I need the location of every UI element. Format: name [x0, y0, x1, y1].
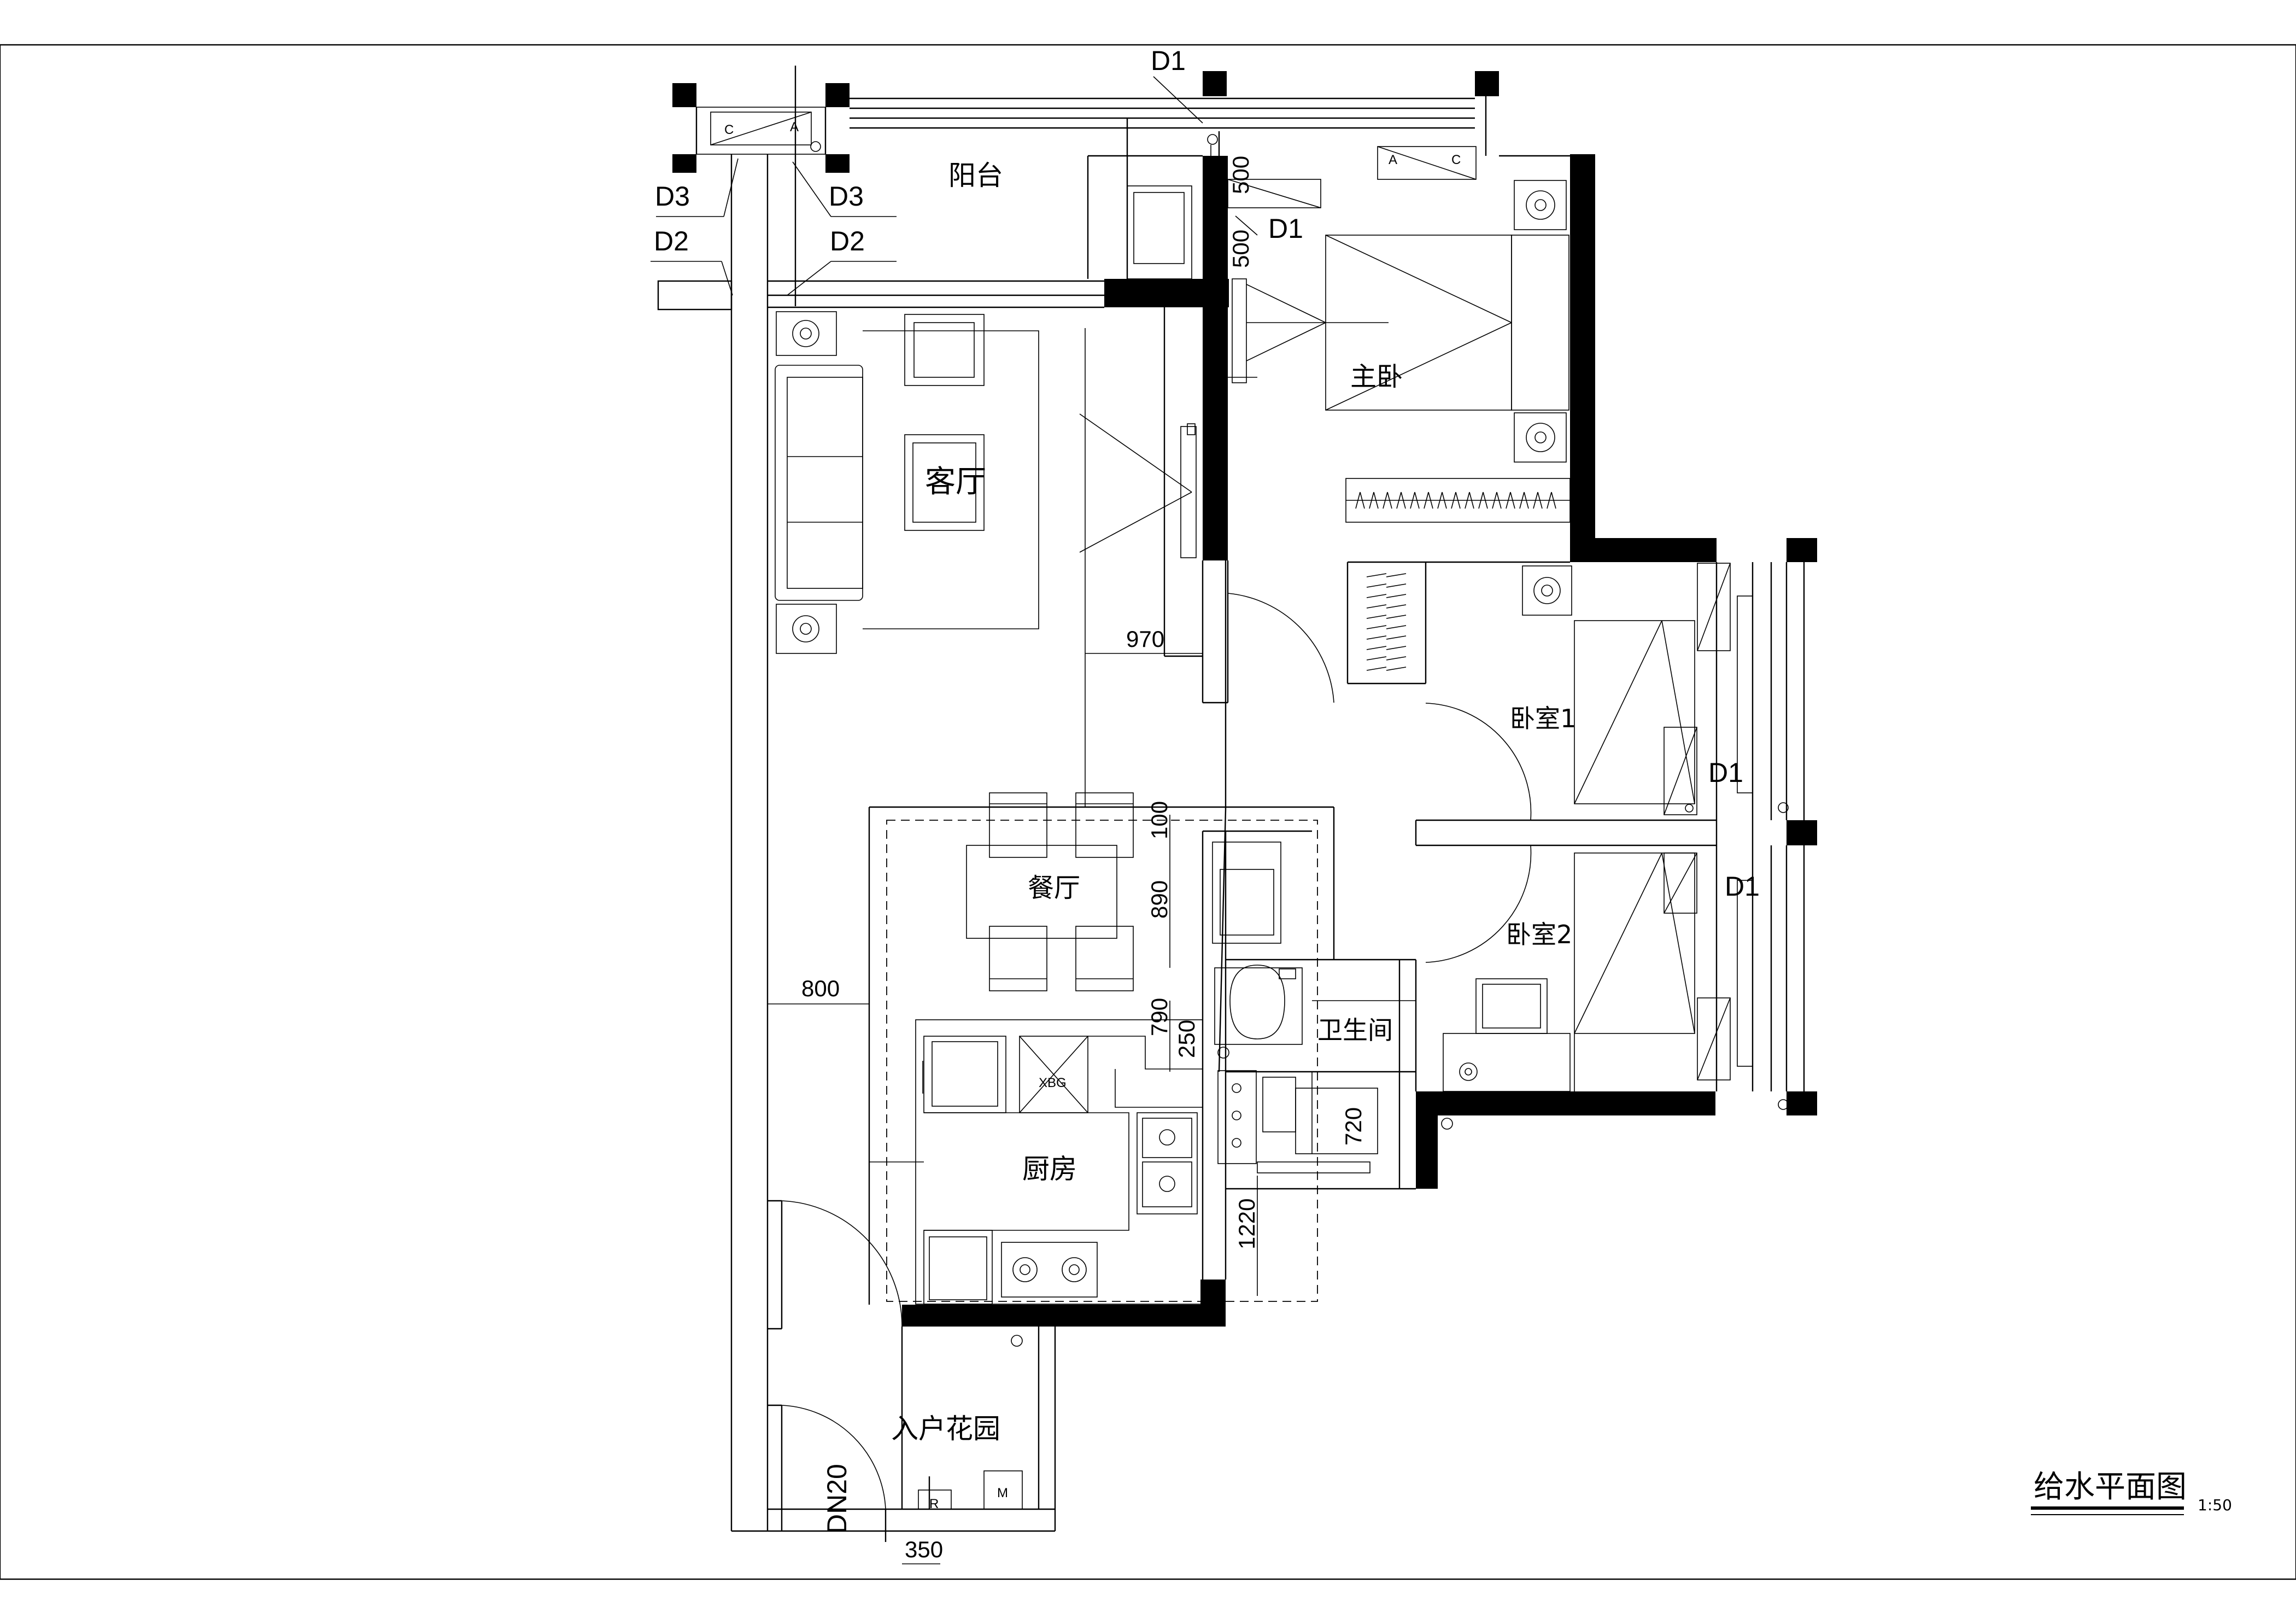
dim-500-lower: 500	[1228, 230, 1254, 268]
tag-d1-bedroom2: D1	[1725, 871, 1760, 902]
label-meter: M	[997, 1486, 1008, 1500]
tag-d3-left: D3	[655, 181, 690, 212]
dim-500-upper: 500	[1228, 156, 1254, 194]
room-balcony: 阳台	[948, 160, 1003, 191]
room-bedroom2: 卧室2	[1506, 920, 1572, 949]
dim-720: 720	[1340, 1107, 1366, 1146]
room-entry-garden: 入户花园	[891, 1413, 1000, 1445]
room-master-bedroom: 主卧	[1350, 361, 1403, 392]
wardrobe-hangers	[1355, 492, 1556, 671]
dim-1220: 1220	[1234, 1199, 1260, 1249]
label-a-balcony: A	[790, 120, 799, 135]
room-bathroom: 卫生间	[1317, 1015, 1393, 1045]
dim-350: 350	[905, 1537, 943, 1562]
room-labels: 阳台 主卧 客厅 卧室1 卧室2 餐厅 卫生间 厨房 入户花园	[891, 160, 1576, 1445]
dim-970: 970	[1126, 626, 1164, 652]
entry-fixtures	[918, 1335, 1023, 1510]
drawing-title-block: 给水平面图 1:50	[2031, 1469, 2232, 1515]
bedroom-furniture	[1441, 563, 1789, 1130]
label-c-master: C	[1451, 153, 1461, 167]
label-xbg: XBG	[1039, 1076, 1067, 1090]
wall-lines	[657, 96, 1805, 1532]
dim-800: 800	[801, 975, 840, 1001]
dim-790: 790	[1146, 998, 1172, 1036]
drawing-scale: 1:50	[2198, 1496, 2232, 1514]
label-a-master: A	[1389, 153, 1397, 167]
room-kitchen: 厨房	[1022, 1153, 1077, 1185]
dimension-texts: 500 500 970 100 890 790 250 720 1220 800…	[801, 156, 1366, 1562]
balcony-fixtures	[710, 112, 1477, 279]
door-swings	[781, 593, 1532, 1510]
tag-d1-master: D1	[1268, 213, 1303, 244]
label-reducer: R	[929, 1497, 939, 1511]
water-pipes	[794, 66, 1227, 1542]
tag-d2-left: D2	[654, 226, 689, 256]
tag-d3-right: D3	[829, 181, 864, 212]
dimension-lines	[768, 145, 1313, 1564]
dining-furniture	[886, 792, 1318, 1302]
label-c-balcony: C	[724, 122, 734, 137]
drawing-title: 给水平面图	[2034, 1469, 2187, 1505]
tag-dn20: DN20	[822, 1464, 852, 1534]
tag-d1-top: D1	[1151, 45, 1186, 76]
master-bedroom-furniture	[1228, 180, 1571, 523]
pipe-tags: D1 D1 D3 D3 D2 D2 D1 D1 DN20 XBG M R A C…	[651, 45, 1760, 1534]
structural-walls	[672, 71, 1817, 1327]
room-dining: 餐厅	[1028, 873, 1080, 903]
living-furniture	[775, 311, 1197, 807]
room-bedroom1: 卧室1	[1510, 704, 1576, 733]
room-living: 客厅	[925, 464, 986, 500]
tag-d2-right: D2	[830, 226, 865, 256]
dim-890: 890	[1146, 880, 1172, 919]
dim-100: 100	[1146, 801, 1172, 839]
kitchen-furniture	[869, 1019, 1203, 1305]
bathroom-fixtures	[1212, 842, 1416, 1173]
tag-d1-bedroom1: D1	[1708, 757, 1743, 788]
dim-250: 250	[1174, 1020, 1199, 1058]
sheet-frame	[0, 44, 2296, 1580]
